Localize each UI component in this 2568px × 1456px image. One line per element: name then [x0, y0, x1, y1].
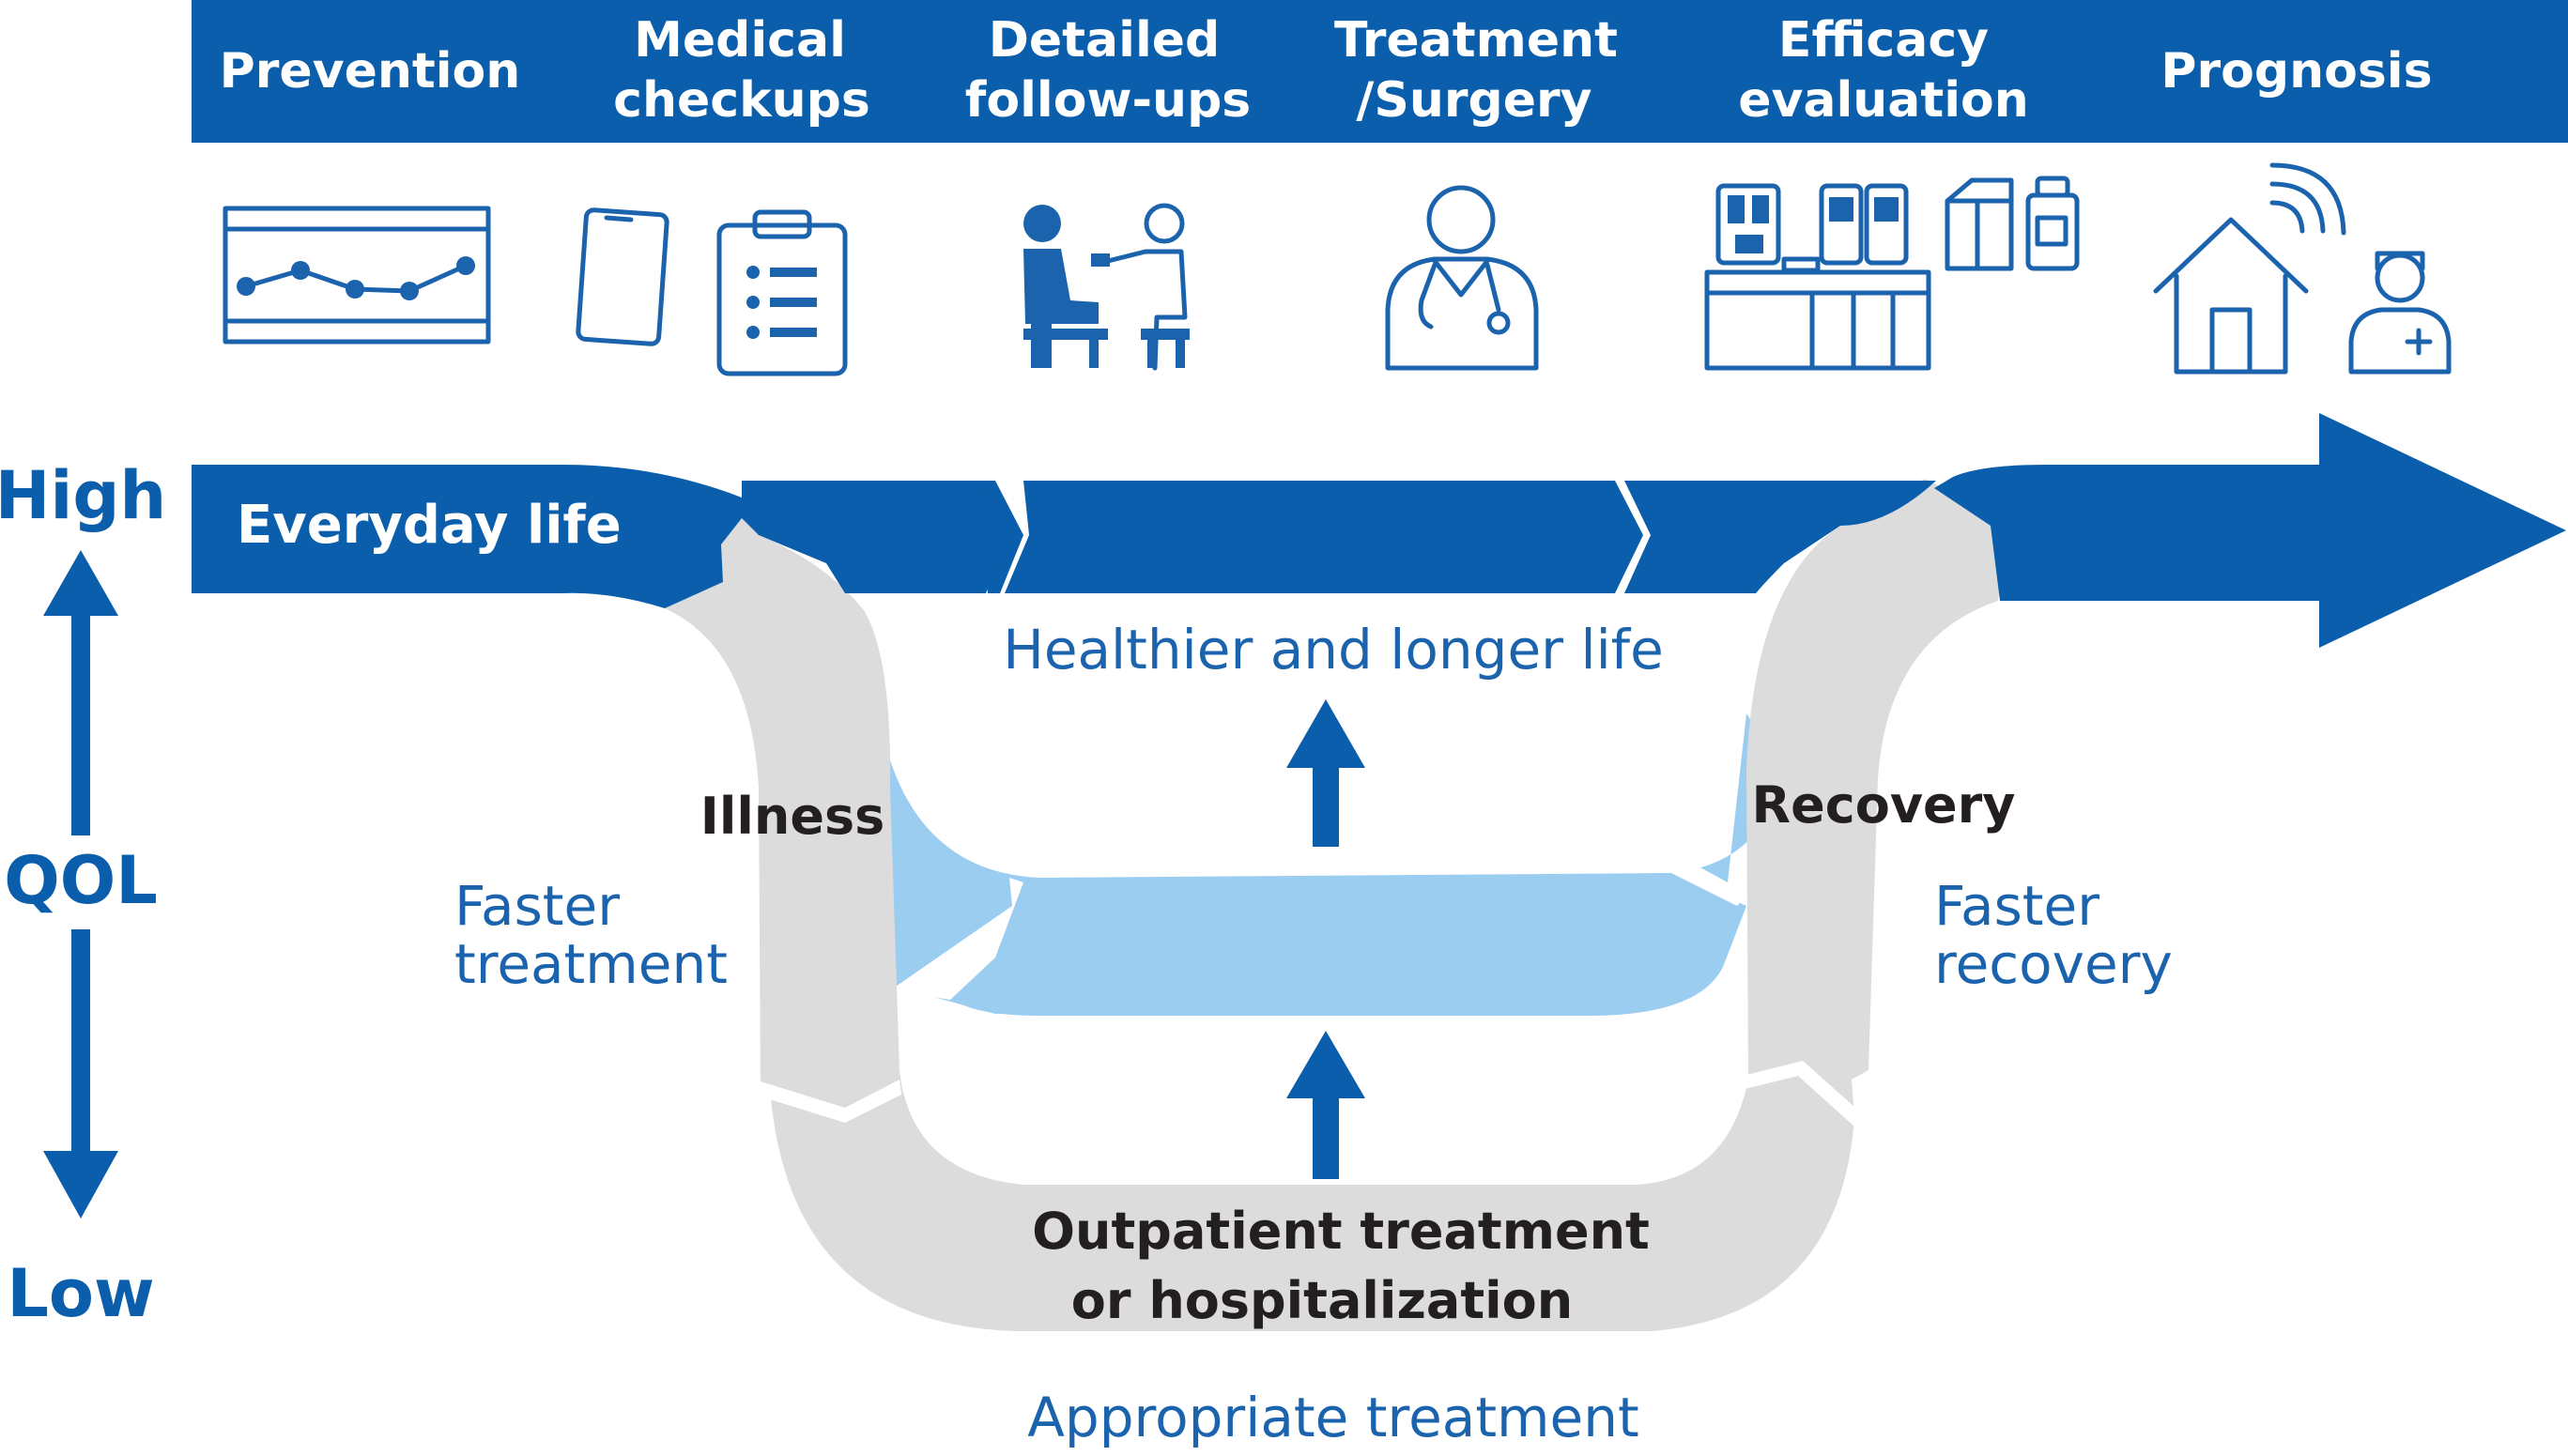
everyday-life-arrow: [192, 465, 742, 608]
improvement-arrow-lower: [1286, 1031, 1365, 1179]
doctor-patient-consultation-icon: [1023, 203, 1190, 371]
doctor-icon: [1385, 185, 1539, 371]
everyday-life-arrow-head: [1934, 413, 2566, 648]
healthier-life-label: Healthier and longer life: [1003, 618, 1664, 682]
improvement-arrow-upper: [1286, 699, 1365, 847]
reagent-containers-icon: [1945, 176, 2080, 271]
smartphone-icon: [576, 207, 669, 346]
healthier-region-divider: [890, 878, 1023, 1000]
healthier-life-band: [948, 873, 1746, 1016]
illness-label: Illness: [700, 787, 884, 846]
header-stage-medical-checkups: Medical checkups: [613, 12, 870, 129]
stage-label: Prognosis: [2161, 43, 2432, 100]
stage-label-line2: follow-ups: [965, 72, 1252, 129]
nurse-icon: [2348, 251, 2452, 375]
qol-low-label: Low: [7, 1255, 154, 1332]
chart-monitor-icon: [223, 206, 491, 345]
healthier-region-divider-right: [1662, 854, 1748, 906]
faster-treatment-label-line1: Faster: [454, 874, 620, 938]
header-stage-treatment-surgery: Treatment /Surgery: [1334, 12, 1618, 129]
recovery-label: Recovery: [1752, 775, 2016, 835]
stage-label-line2: /Surgery: [1356, 72, 1592, 129]
home-signal-icon: [2153, 162, 2346, 375]
appropriate-treatment-label: Appropriate treatment: [1027, 1386, 1639, 1449]
header-stage-prognosis: Prognosis: [2161, 43, 2432, 100]
outpatient-label-line1: Outpatient treatment: [1032, 1202, 1650, 1261]
clipboard-checklist-icon: [716, 209, 848, 376]
faster-recovery-label-line2: recovery: [1934, 932, 2173, 996]
stage-label-line2: checkups: [613, 72, 870, 129]
everyday-life-label: Everyday life: [237, 495, 622, 556]
qol-axis: High QOL Low: [0, 457, 166, 1332]
qol-axis-label: QOL: [4, 842, 158, 919]
outpatient-label-line2: or hospitalization: [1071, 1271, 1573, 1330]
everyday-life-arrow-left-seg: [742, 481, 1010, 593]
qol-up-arrow: [43, 550, 118, 835]
everyday-life-arrow-right-seg: [1624, 481, 1936, 593]
qol-down-arrow: [43, 929, 118, 1218]
header-stage-efficacy-evaluation: Efficacy evaluation: [1738, 12, 2029, 129]
stage-label-line1: Treatment: [1334, 12, 1618, 69]
stage-label-line2: evaluation: [1738, 72, 2029, 129]
everyday-life-arrow-mid: [981, 481, 1643, 593]
path-chevron-left: [761, 1080, 901, 1123]
path-chevron-right: [1728, 1061, 1864, 1126]
stage-label-line1: Efficacy: [1778, 12, 1989, 69]
faster-recovery-label-line1: Faster: [1934, 874, 2099, 938]
illness-recovery-path: [665, 479, 2007, 1331]
header-bar: [192, 0, 2568, 143]
lab-analyzer-icon: [1704, 183, 1931, 371]
stage-label: Prevention: [220, 43, 521, 100]
stage-label-line1: Detailed: [989, 12, 1221, 69]
header-stage-prevention: Prevention: [220, 43, 521, 100]
header-stage-detailed-follow-ups: Detailed follow-ups: [965, 12, 1252, 129]
qol-high-label: High: [0, 457, 166, 534]
stage-label-line1: Medical: [634, 12, 846, 69]
faster-treatment-label-line2: treatment: [454, 932, 728, 996]
